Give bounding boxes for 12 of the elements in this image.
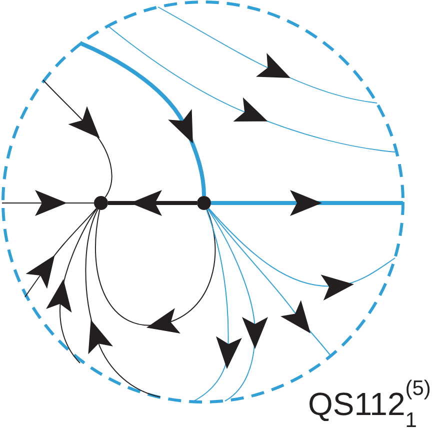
trajectory-arrow [208, 208, 332, 356]
trajectory-arrow [208, 208, 396, 300]
trajectory-arrow [207, 208, 268, 402]
trajectory-arrow [192, 209, 242, 402]
trajectory-arrow [94, 208, 216, 334]
trajectory-arrow [46, 208, 98, 364]
trajectory-arrow [2, 190, 94, 216]
trajectory-arrow [42, 80, 112, 198]
equilibrium-point [94, 196, 108, 210]
trajectory-arrow [85, 208, 160, 398]
equilibrium-point [197, 196, 211, 210]
trajectory-arrow [24, 208, 97, 298]
